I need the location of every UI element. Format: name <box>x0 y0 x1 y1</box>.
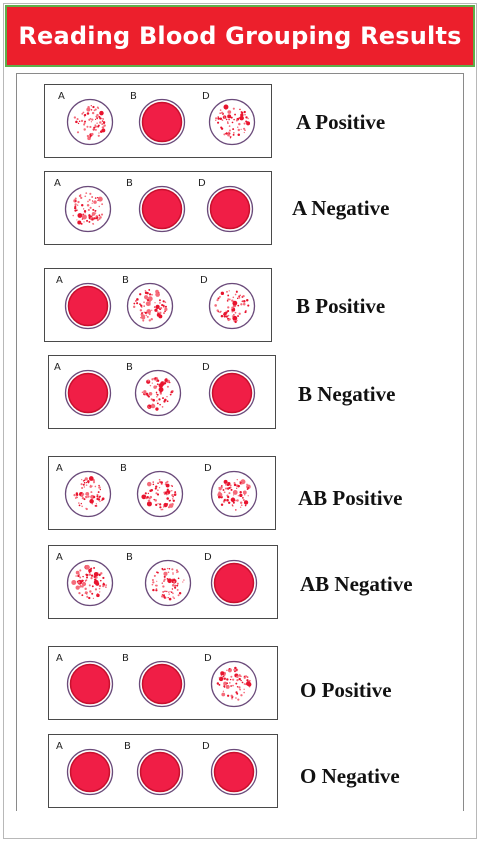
well-a-solid <box>64 369 112 417</box>
well-label-d: D <box>202 91 210 102</box>
result-label: AB Negative <box>300 572 413 596</box>
well-d-agglutinated <box>208 98 256 146</box>
result-label: O Positive <box>300 678 392 702</box>
well-d-agglutinated <box>210 470 258 518</box>
well-label-d: D <box>204 463 212 474</box>
well-label-b: B <box>126 552 133 563</box>
well-label-a: A <box>56 741 63 752</box>
well-label-d: D <box>204 552 212 563</box>
result-label: B Positive <box>296 294 386 318</box>
results-panel <box>16 73 464 811</box>
well-b-agglutinated <box>136 470 184 518</box>
result-label: A Negative <box>292 196 390 220</box>
well-label-a: A <box>56 275 63 286</box>
well-a-solid <box>66 660 114 708</box>
well-label-a: A <box>56 552 63 563</box>
well-label-a: A <box>58 91 65 102</box>
well-label-a: A <box>56 653 63 664</box>
well-label-b: B <box>126 362 133 373</box>
well-a-agglutinated <box>66 559 114 607</box>
page-title: Reading Blood Grouping Results <box>18 22 462 50</box>
well-label-b: B <box>122 653 129 664</box>
well-d-solid <box>210 559 258 607</box>
well-label-d: D <box>202 362 210 373</box>
result-label: AB Positive <box>298 486 403 510</box>
well-d-solid <box>208 369 256 417</box>
well-label-b: B <box>130 91 137 102</box>
well-b-agglutinated <box>134 369 182 417</box>
well-a-agglutinated <box>64 185 112 233</box>
well-d-solid <box>210 748 258 796</box>
well-d-solid <box>206 185 254 233</box>
well-a-solid <box>64 282 112 330</box>
well-label-b: B <box>126 178 133 189</box>
well-a-agglutinated <box>66 98 114 146</box>
well-label-d: D <box>202 741 210 752</box>
well-d-agglutinated <box>210 660 258 708</box>
result-label: B Negative <box>298 382 396 406</box>
well-b-solid <box>138 98 186 146</box>
well-a-solid <box>66 748 114 796</box>
well-label-d: D <box>198 178 206 189</box>
well-b-solid <box>138 660 186 708</box>
well-b-solid <box>138 185 186 233</box>
well-label-a: A <box>54 362 61 373</box>
well-label-d: D <box>204 653 212 664</box>
well-b-agglutinated <box>144 559 192 607</box>
well-d-agglutinated <box>208 282 256 330</box>
result-label: O Negative <box>300 764 400 788</box>
title-banner: Reading Blood Grouping Results <box>5 5 475 67</box>
result-label: A Positive <box>296 110 386 134</box>
well-label-b: B <box>120 463 127 474</box>
well-b-agglutinated <box>126 282 174 330</box>
well-label-d: D <box>200 275 208 286</box>
well-label-b: B <box>124 741 131 752</box>
well-b-solid <box>136 748 184 796</box>
well-label-a: A <box>56 463 63 474</box>
well-label-a: A <box>54 178 61 189</box>
well-a-agglutinated <box>64 470 112 518</box>
well-label-b: B <box>122 275 129 286</box>
